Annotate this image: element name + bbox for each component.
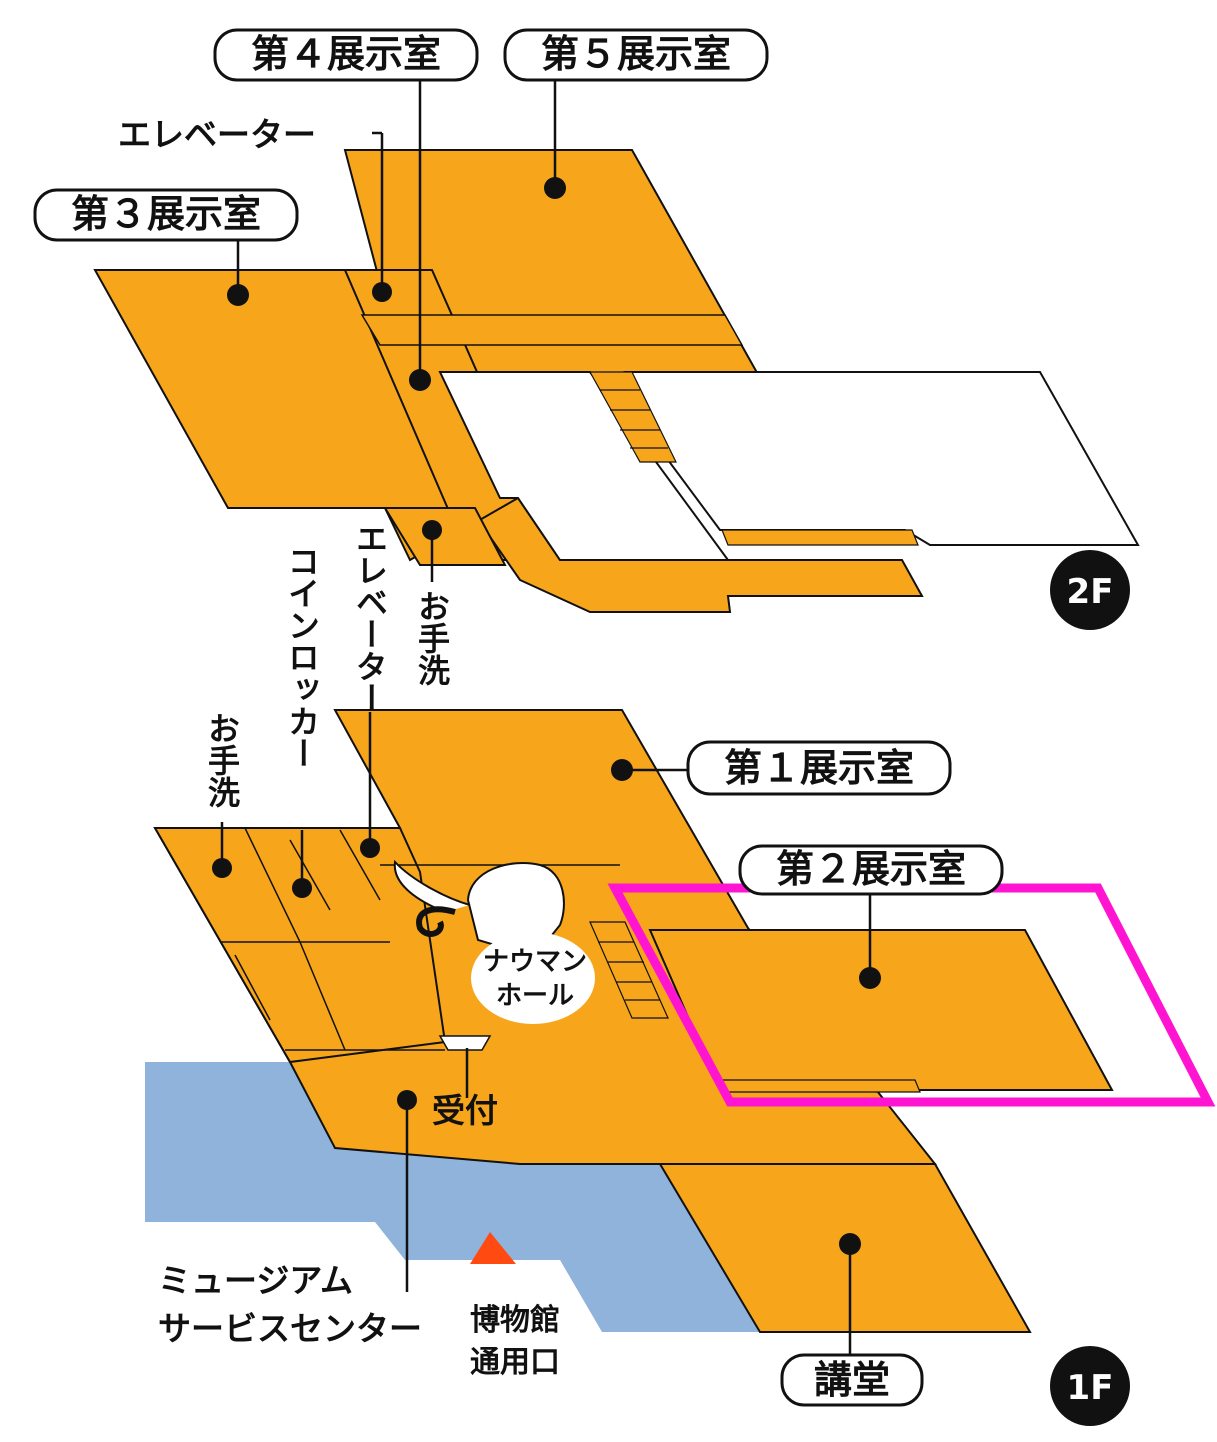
dot-exhibit-5 xyxy=(544,177,566,199)
lower-wing-2f xyxy=(383,496,924,613)
dot-auditorium xyxy=(839,1233,861,1255)
dot-toilet-1f xyxy=(212,858,232,878)
label-coin-locker: コインロッカー xyxy=(283,545,321,769)
svg-text:2F: 2F xyxy=(1067,572,1114,612)
svg-text:1F: 1F xyxy=(1067,1368,1114,1408)
label-staff-entrance-line2: 通用口 xyxy=(470,1345,560,1380)
stairs-2f xyxy=(588,371,919,546)
floor-1f: ナウマン ホール xyxy=(145,522,1216,1426)
label-toilet-2f: お手洗 xyxy=(413,590,451,687)
dot-exhibit-1 xyxy=(611,759,633,781)
dot-elevator-2f xyxy=(372,282,392,302)
svg-text:第３展示室: 第３展示室 xyxy=(71,192,261,236)
dot-elevator-1f xyxy=(360,838,380,858)
label-elevator-2f: エレベーター xyxy=(118,115,316,154)
svg-text:第５展示室: 第５展示室 xyxy=(541,32,731,76)
label-toilet-1f: お手洗 xyxy=(203,712,241,809)
left-wing-1f xyxy=(153,827,447,1064)
svg-text:講堂: 講堂 xyxy=(814,1358,890,1402)
label-exhibit-4[interactable]: 第４展示室 xyxy=(213,28,479,82)
toilet-room-2f xyxy=(383,507,507,566)
mammoth-icon xyxy=(393,859,565,950)
svg-text:第１展示室: 第１展示室 xyxy=(724,746,914,790)
label-exhibit-2[interactable]: 第２展示室 xyxy=(738,844,1004,896)
label-staff-entrance-line1: 博物館 xyxy=(470,1303,560,1338)
label-service-center-line1: ミュージアム xyxy=(158,1261,353,1300)
label-auditorium[interactable]: 講堂 xyxy=(780,1353,924,1407)
svg-text:第４展示室: 第４展示室 xyxy=(251,32,441,76)
svg-text:第２展示室: 第２展示室 xyxy=(776,847,966,891)
dot-service-center xyxy=(397,1090,417,1110)
label-exhibit-1[interactable]: 第１展示室 xyxy=(686,740,952,796)
floor-badge-1f: 1F xyxy=(1050,1346,1130,1426)
label-exhibit-5[interactable]: 第５展示室 xyxy=(503,28,769,82)
dot-toilet-2f xyxy=(422,520,442,540)
naumann-hall-bubble[interactable] xyxy=(471,932,595,1024)
connector-2f xyxy=(360,314,744,346)
label-service-center-line2: サービスセンター xyxy=(158,1309,422,1348)
label-elevator-1f: エレベーター xyxy=(351,522,389,714)
label-exhibit-3[interactable]: 第３展示室 xyxy=(33,188,299,242)
floor-2f: 第４展示室 第５展示室 第３展示室 エレベーター お手洗 2F xyxy=(33,28,1140,687)
white-wing-2f xyxy=(623,371,1140,546)
label-reception: 受付 xyxy=(432,1091,498,1130)
room-exhibit-2-area[interactable] xyxy=(648,929,1114,1091)
dot-exhibit-4 xyxy=(409,369,431,391)
label-naumann-hall-line1: ナウマン xyxy=(483,947,587,977)
dot-exhibit-2 xyxy=(859,967,881,989)
dot-exhibit-3 xyxy=(227,284,249,306)
floor-badge-2f: 2F xyxy=(1050,550,1130,630)
label-naumann-hall-line2: ホール xyxy=(496,981,574,1011)
plaza-water xyxy=(145,1062,760,1332)
dot-coin-locker xyxy=(292,878,312,898)
entrance-marker xyxy=(470,1232,516,1264)
